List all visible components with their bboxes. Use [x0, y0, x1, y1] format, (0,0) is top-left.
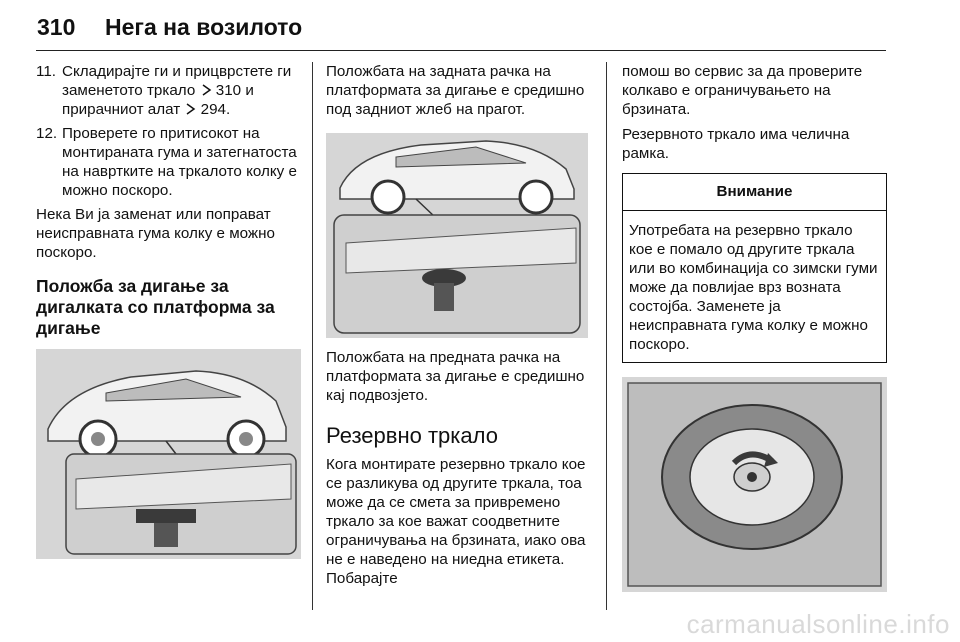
car-rear-jack-point-illustration — [36, 349, 301, 559]
list-item-text: Проверете го притисокот на монтираната г… — [62, 125, 297, 199]
page-ref-link[interactable]: 310 — [215, 82, 242, 99]
page-ref-link[interactable]: 294. — [200, 101, 231, 118]
spare-wheel-illustration — [622, 377, 887, 592]
list-item: 12. Проверете го притисокот на монтирана… — [36, 124, 301, 200]
page-title: Нега на возилото — [105, 14, 303, 40]
list-item-text-part: и прирачниот алат — [62, 82, 254, 118]
warning-notice-box: Внимание Употребата на резервно тркало к… — [622, 173, 887, 363]
paragraph: помош во сервис за да проверите колкаво … — [622, 63, 863, 118]
section-heading: Резервно тркало — [326, 423, 498, 448]
paragraph: Нека Ви ја заменат или поправат неисправ… — [36, 206, 275, 261]
list-item-number: 11. — [36, 63, 56, 80]
column-divider — [606, 62, 607, 610]
header-rule — [36, 50, 886, 51]
list-item-number: 12. — [36, 125, 58, 142]
page-ref-arrow-icon — [202, 84, 211, 96]
column-1: 11. Складирајте ги и прицврстете ги заме… — [36, 62, 301, 559]
column-2: Положбата на задната рачка на платформат… — [326, 62, 588, 594]
paragraph: Резервното тркало има челична рамка. — [622, 126, 850, 162]
column-divider — [312, 62, 313, 610]
list-item-text: Складирајте ги и прицврстете ги заменето… — [62, 62, 301, 119]
page-header: 310 Нега на возилото — [37, 14, 302, 41]
section-heading: Положба за дигање за дигалката со платфо… — [36, 276, 275, 338]
paragraph: Положбата на задната рачка на платформат… — [326, 63, 585, 118]
watermark: carmanualsonline.info — [686, 609, 950, 639]
notice-body: Употребата на резервно тркало кое е пома… — [629, 222, 878, 353]
page-number: 310 — [37, 14, 76, 40]
page-ref-arrow-icon — [186, 103, 196, 115]
notice-title: Внимание — [623, 174, 886, 211]
car-front-jack-point-illustration — [326, 133, 588, 338]
column-3: помош во сервис за да проверите колкаво … — [622, 62, 887, 592]
paragraph: Кога монтирате резервно тркало кое се ра… — [326, 456, 586, 587]
list-item: 11. Складирајте ги и прицврстете ги заме… — [36, 62, 301, 119]
list-item-text-part: Складирајте ги и прицврстете ги заменето… — [62, 63, 292, 99]
paragraph: Положбата на предната рачка на платформа… — [326, 349, 585, 404]
